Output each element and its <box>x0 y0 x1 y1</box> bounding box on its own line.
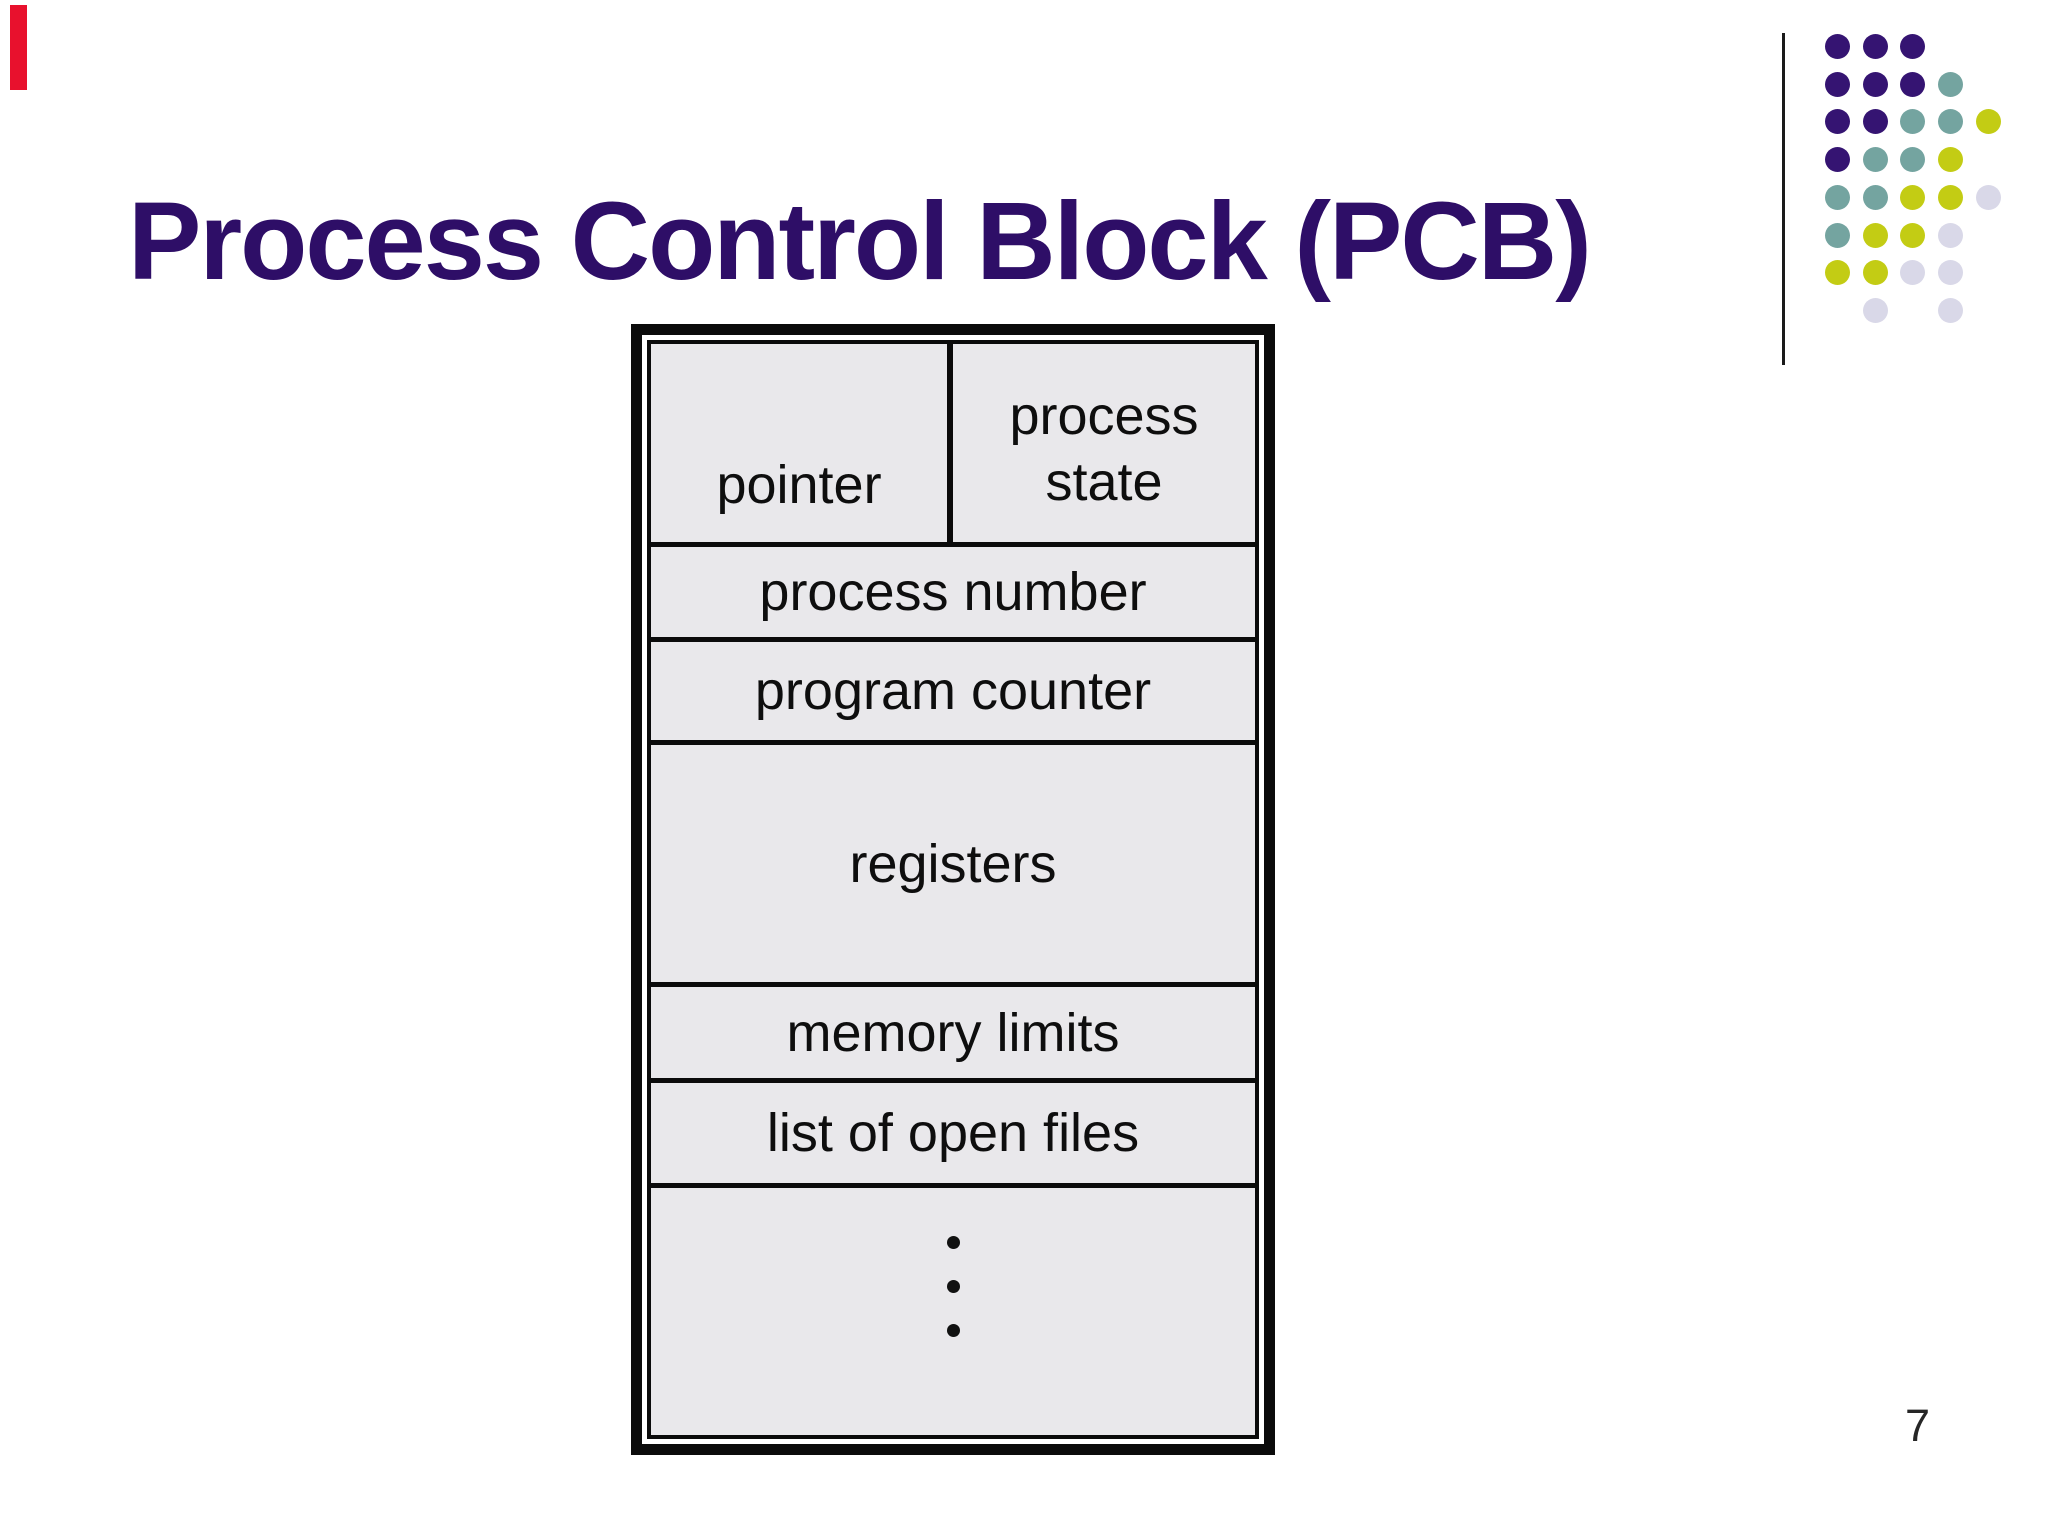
cell-process-state-label: process state <box>1009 386 1199 513</box>
red-accent-bar <box>10 5 27 90</box>
ornament-dot <box>1862 109 1888 135</box>
page-title: Process Control Block (PCB) <box>128 180 1592 303</box>
ornament-dot <box>1900 71 1926 97</box>
ornament-dot <box>1825 71 1850 97</box>
ornament-dot <box>1938 297 1964 323</box>
cell-list-of-open-files: list of open files <box>651 1078 1255 1183</box>
ornament-dot <box>1900 222 1926 248</box>
pcb-diagram: pointer process state process number pro… <box>631 324 1275 1455</box>
ornament-dot <box>1938 222 1964 248</box>
ornament-dot <box>1862 297 1888 323</box>
cell-pointer: pointer <box>651 344 947 542</box>
ellipsis-dot <box>946 1236 960 1249</box>
ornament-dot <box>1975 184 2001 210</box>
ornament-dot <box>1900 147 1926 173</box>
cell-process-state: process state <box>947 344 1255 542</box>
cell-process-number: process number <box>651 542 1255 637</box>
ornament-dot <box>1938 184 1964 210</box>
pcb-row-pointer-state: pointer process state <box>651 344 1255 542</box>
ornament-dot <box>1938 109 1964 135</box>
cell-registers: registers <box>651 740 1255 982</box>
ornament-dot <box>1825 147 1850 173</box>
ornament-dot <box>1900 184 1926 210</box>
ellipsis-dot <box>946 1280 960 1293</box>
ornament-dot <box>1900 34 1926 59</box>
ellipsis-dot <box>946 1324 960 1337</box>
ornament-dot <box>1975 109 2001 135</box>
ornament-dot-grid <box>1825 34 2030 344</box>
ornament-dot <box>1862 34 1888 59</box>
ornament-dot <box>1900 260 1926 286</box>
ornament-dot <box>1862 147 1888 173</box>
page-number: 7 <box>1904 1400 1931 1451</box>
ornament-dot <box>1825 222 1850 248</box>
ornament-dot <box>1825 184 1850 210</box>
pcb-diagram-inner: pointer process state process number pro… <box>647 340 1259 1439</box>
ornament-dot <box>1825 260 1850 286</box>
ornament-vertical-line <box>1782 33 1785 365</box>
ornament-dot <box>1862 222 1888 248</box>
cell-pointer-label: pointer <box>716 455 882 515</box>
ornament-dot <box>1825 109 1850 135</box>
ornament-dot <box>1862 71 1888 97</box>
ornament-dot <box>1938 260 1964 286</box>
cell-program-counter: program counter <box>651 637 1255 740</box>
ornament-dot <box>1825 34 1850 59</box>
cell-memory-limits: memory limits <box>651 982 1255 1078</box>
ornament-dot <box>1862 260 1888 286</box>
vertical-ellipsis <box>651 1183 1255 1435</box>
ornament-dot <box>1938 147 1964 173</box>
ornament-dot <box>1938 71 1964 97</box>
ornament-dot <box>1862 184 1888 210</box>
ornament-dot <box>1900 109 1926 135</box>
